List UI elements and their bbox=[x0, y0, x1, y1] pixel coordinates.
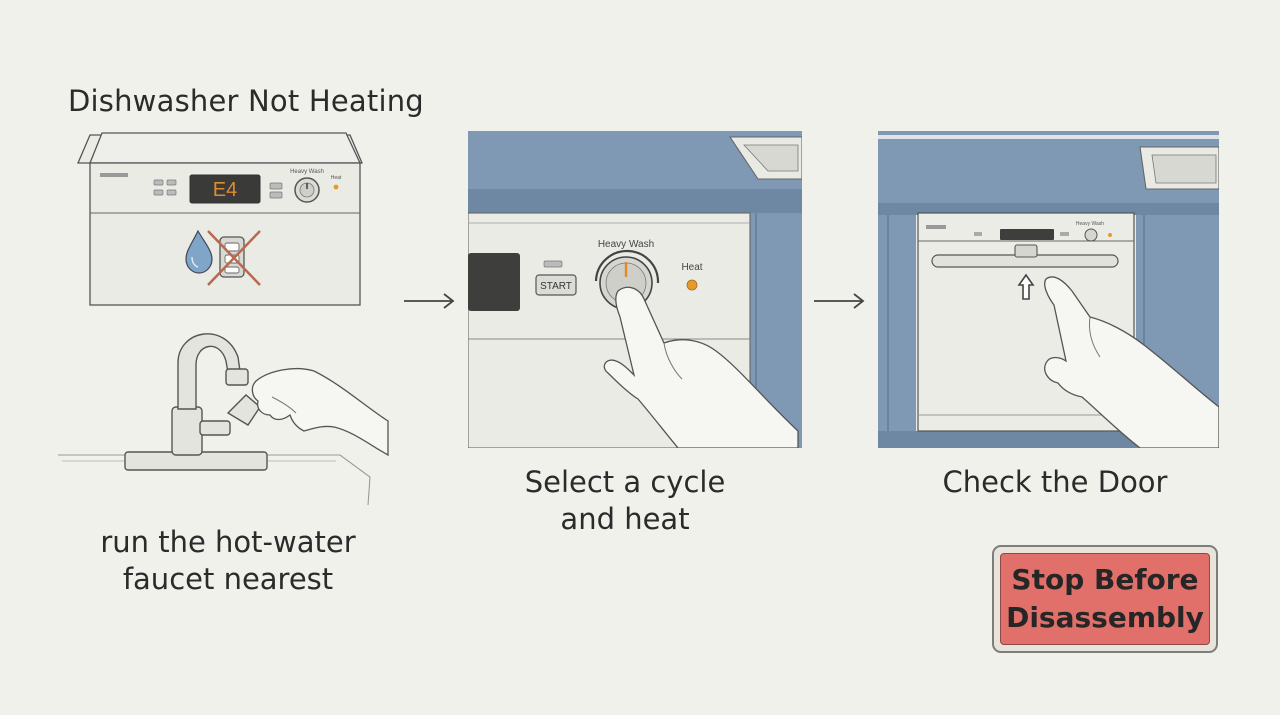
step2-caption: Select a cycle and heat bbox=[524, 465, 726, 536]
door-latch[interactable] bbox=[1014, 244, 1038, 258]
start-button[interactable] bbox=[535, 274, 577, 296]
step2-illustration: START Heavy Wash Heat bbox=[468, 131, 802, 448]
warning-text: Stop Before Disassembly bbox=[1000, 553, 1210, 645]
start-label: START bbox=[540, 281, 572, 292]
heat-indicator bbox=[333, 184, 339, 190]
page-title: Dishwasher Not Heating bbox=[68, 84, 424, 118]
hand bbox=[603, 286, 799, 448]
step1-illustration: E4 Heavy Wash Heat bbox=[58, 132, 389, 505]
dial-label: Heavy Wash bbox=[290, 169, 324, 175]
panel-buttons bbox=[153, 179, 283, 199]
error-display bbox=[189, 174, 261, 204]
heat-indicator bbox=[1108, 233, 1112, 237]
cycle-dial bbox=[1084, 228, 1098, 242]
heat-label: Heat bbox=[681, 262, 702, 273]
dial-scale bbox=[594, 249, 660, 284]
hand bbox=[251, 367, 389, 457]
arrow-right-icon bbox=[814, 293, 865, 309]
display-window bbox=[1000, 229, 1054, 240]
faucet-icon bbox=[124, 333, 268, 471]
warning-badge: Stop Before Disassembly bbox=[992, 545, 1218, 653]
arrow-right-icon bbox=[404, 293, 455, 309]
heating-element-crossed-icon bbox=[207, 230, 261, 286]
dial-label: Heavy Wash bbox=[598, 239, 654, 250]
arrow-up-icon bbox=[1017, 273, 1035, 300]
heat-indicator bbox=[686, 279, 698, 291]
step3-caption: Check the Door bbox=[942, 465, 1168, 499]
error-code: E4 bbox=[213, 179, 237, 201]
display-window bbox=[468, 253, 520, 311]
step1-caption: run the hot-water faucet nearest bbox=[100, 525, 356, 596]
heat-label: Heat bbox=[331, 175, 342, 181]
brand-strip bbox=[100, 173, 128, 177]
step3-illustration: Heavy Wash bbox=[878, 131, 1219, 448]
dial-label: Heavy Wash bbox=[1076, 221, 1104, 227]
hand bbox=[1044, 276, 1219, 448]
